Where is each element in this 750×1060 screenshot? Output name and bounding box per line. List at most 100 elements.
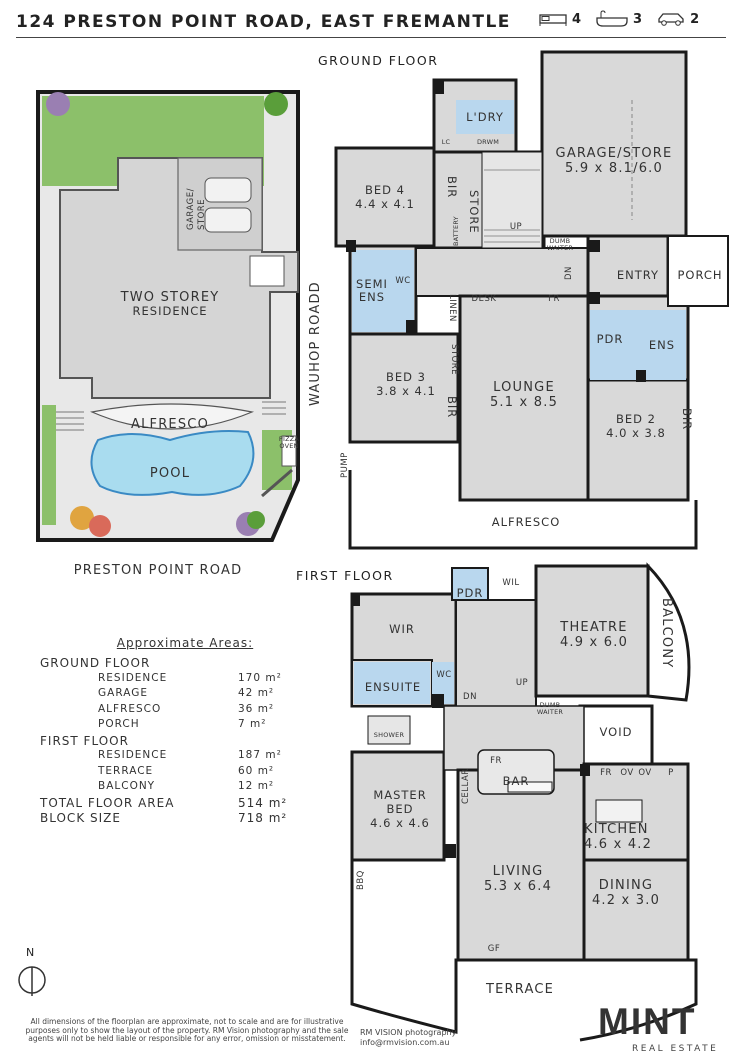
site-residence-label-1: TWO STOREY [120, 290, 220, 305]
store-label: STORE [467, 190, 481, 234]
first-dn-label: DN [463, 692, 477, 702]
area-row: GROUND FLOOR [40, 656, 151, 670]
north-label: N [26, 946, 35, 959]
pump-label: PUMP [340, 452, 350, 478]
first-floor-plan [350, 562, 698, 1042]
first-wc-label: WC [436, 670, 452, 680]
bbq-label: BBQ [356, 870, 366, 890]
shower-label: SHOWER [373, 731, 405, 739]
porch-label: PORCH [677, 268, 723, 282]
ensuite-wet-area [354, 662, 430, 704]
brand-subtitle: REAL ESTATE [632, 1044, 719, 1054]
cellar-label: CELLAR [461, 768, 471, 804]
alfresco-outline [348, 470, 698, 550]
kitchen-name: KITCHEN [584, 822, 649, 837]
header-divider [16, 37, 726, 38]
site-garage-label: GARAGE/ STORE [186, 188, 207, 230]
lounge-size: 5.1 x 8.5 [489, 395, 559, 410]
wil-label: WIL [502, 578, 520, 588]
bathroom-count: 3 [633, 11, 643, 27]
laundry-wet-area [456, 100, 514, 134]
ground-alfresco-label: ALFRESCO [491, 515, 561, 529]
garage-name: GARAGE/STORE [555, 146, 673, 161]
bed4-name: BED 4 [365, 183, 405, 197]
oven-label-1: OV [620, 768, 634, 778]
first-up-label: UP [515, 678, 529, 688]
first-dumb-waiter-label: DUMB WAITER [536, 701, 564, 716]
ground-floor-heading: GROUND FLOOR [318, 53, 439, 68]
pdr-label: PDR [596, 332, 624, 346]
balcony-label: BALCONY [659, 598, 674, 669]
entry-label: ENTRY [616, 268, 660, 282]
living-name: LIVING [492, 864, 544, 879]
oven-label-2: OV [638, 768, 652, 778]
photographer-email: info@rmvision.com.au [360, 1038, 450, 1047]
laundry-label: L'DRY [466, 110, 504, 124]
ensuite-label: ENSUITE [364, 680, 422, 694]
ground-fr-label: FR [548, 294, 560, 304]
site-alfresco [90, 403, 255, 430]
property-address: 124 PRESTON POINT ROAD, EAST FREMANTLE [16, 12, 511, 32]
street-name-side: WAUHOP ROADD [308, 281, 323, 406]
bedroom-count: 4 [572, 11, 582, 27]
pantry-label: P [668, 768, 674, 778]
bath-icon [596, 10, 628, 27]
ground-wc-label: WC [395, 276, 411, 286]
void-label: VOID [599, 725, 633, 739]
theatre-size: 4.9 x 6.0 [559, 635, 629, 650]
bed-icon [539, 14, 567, 26]
approximate-areas-table: Approximate Areas: GROUND FLOOR RESIDENC… [40, 636, 300, 827]
bed2-bir-label: BIR [680, 408, 694, 431]
tree-icon [46, 92, 70, 116]
lounge-name: LOUNGE [493, 380, 555, 395]
ens-label: ENS [648, 338, 676, 352]
battery-label: BATTERY [452, 216, 460, 246]
balcony-outline [646, 562, 691, 702]
site-garage [177, 157, 263, 251]
stair-up-label: UP [509, 222, 523, 232]
property-features: 4 3 2 [538, 10, 709, 28]
first-floor-heading: FIRST FLOOR [296, 568, 394, 583]
site-residence-label-2: RESIDENCE [132, 304, 208, 318]
tree-icon [70, 506, 94, 530]
bed3-size: 3.8 x 4.1 [376, 384, 436, 398]
theatre-name: THEATRE [560, 620, 628, 635]
site-plan [36, 90, 300, 542]
ground-floor-plan [334, 50, 729, 550]
linen-label: LINEN [447, 294, 457, 322]
area-row: FIRST FLOOR [40, 733, 129, 748]
terrace-outline [350, 860, 698, 1042]
master-bed-size: 4.6 x 4.6 [370, 816, 430, 830]
kitchen-size: 4.6 x 4.2 [584, 837, 653, 852]
bed3-name: BED 3 [386, 370, 426, 384]
dumb-waiter-label: DUMB WAITER [546, 237, 574, 252]
lc-label: LC [441, 138, 451, 146]
pizza-oven-label: PIZZA OVEN [278, 435, 300, 450]
photographer-credit: RM VISION photography info@rmvision.com.… [360, 1028, 456, 1048]
ens-wet-area [590, 310, 686, 380]
tree-icon [264, 92, 288, 116]
site-pool-label: POOL [149, 466, 191, 481]
site-pool [90, 430, 255, 496]
garage-size: 5.9 x 8.1/6.0 [565, 161, 663, 176]
master-bed-name: MASTER BED [373, 788, 427, 816]
terrace-label: TERRACE [485, 982, 555, 997]
wir-label: WIR [389, 622, 415, 636]
bed3-store-label: STORE [449, 344, 459, 376]
brand-logo: MINT [598, 1001, 697, 1042]
areas-title: Approximate Areas: [116, 636, 254, 650]
car-icon [658, 13, 684, 26]
bed2-name: BED 2 [616, 412, 656, 426]
bed4-size: 4.4 x 4.1 [355, 197, 415, 211]
photographer-name: RM VISION photography [360, 1028, 457, 1037]
street-name-bottom: PRESTON POINT ROAD [73, 563, 243, 578]
bed2-size: 4.0 x 3.8 [606, 426, 666, 440]
bar-fr-label: FR [490, 756, 502, 766]
